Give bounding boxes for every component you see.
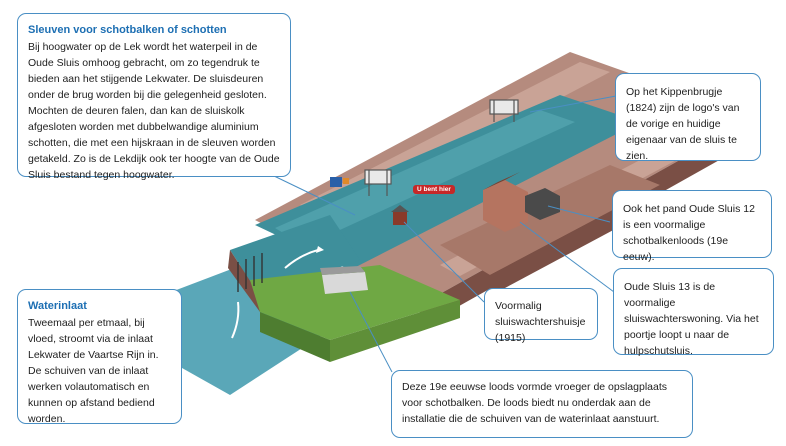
grass-field-right [330, 300, 460, 362]
sluice-water [255, 95, 640, 270]
callout-sleuven: Sleuven voor schotbalken of schotten Bij… [17, 13, 291, 181]
sluiswachterswoning [483, 172, 528, 232]
flow-arrow-icon [284, 249, 319, 269]
flow-arrow-head-icon [316, 246, 324, 253]
callout-kippenbrugje-text: Op het Kippenbrugje (1824) zijn de logo'… [626, 86, 740, 162]
you-are-here-badge: U bent hier [413, 185, 455, 194]
grass-field-front [260, 312, 330, 362]
basin-wall [228, 250, 260, 312]
callout-waterinlaat-text: Tweemaal per etmaal, bij vloed, stroomt … [28, 317, 159, 425]
callout-waterinlaat-title: Waterinlaat [28, 300, 87, 312]
callout-pand12-text: Ook het pand Oude Sluis 12 is een voorma… [623, 203, 755, 263]
callout-sluis13: Oude Sluis 13 is de voormalige sluiswach… [613, 268, 774, 357]
earth-block-right [440, 165, 660, 275]
callout-sluiswachtershuisje-text: Voormalig sluiswachtershuisje (1915) [495, 300, 586, 344]
sluice-water-light [275, 110, 575, 246]
callout-sleuven-text: Bij hoogwater op de Lek wordt het waterp… [28, 41, 280, 181]
blue-shed [330, 177, 349, 187]
callout-pand12: Ook het pand Oude Sluis 12 is een voorma… [612, 190, 772, 263]
callout-kippenbrugje: Op het Kippenbrugje (1824) zijn de logo'… [615, 73, 761, 162]
callout-loods: Deze 19e eeuwse loods vormde vroeger de … [391, 370, 693, 438]
callout-sleuven-title: Sleuven voor schotbalken of schotten [28, 24, 227, 36]
callout-sluis13-text: Oude Sluis 13 is de voormalige sluiswach… [624, 281, 759, 357]
callout-loods-text: Deze 19e eeuwse loods vormde vroeger de … [402, 381, 667, 425]
schotbalkenloods-12 [525, 188, 560, 220]
leader-lines [271, 95, 617, 373]
lock-gate-middle [364, 169, 392, 196]
callout-waterinlaat: Waterinlaat Tweemaal per etmaal, bij vlo… [17, 289, 182, 425]
loods-building [320, 266, 368, 294]
callout-sluiswachtershuisje: Voormalig sluiswachtershuisje (1915) [484, 288, 598, 344]
inflow-arrow-icon [231, 301, 240, 339]
inlet-gates [237, 253, 263, 292]
kippenbrugje [489, 99, 519, 122]
sluiswachtershuisje [391, 205, 409, 225]
